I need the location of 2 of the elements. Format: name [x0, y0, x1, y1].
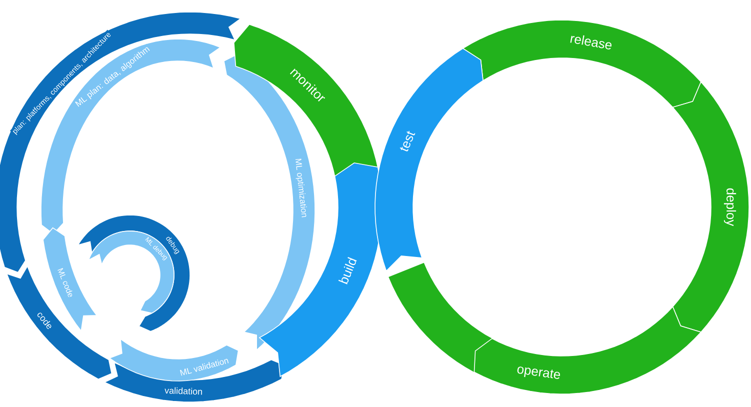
arc-arrow-segment: deploy: [672, 81, 750, 333]
ring-segment: [388, 262, 492, 372]
